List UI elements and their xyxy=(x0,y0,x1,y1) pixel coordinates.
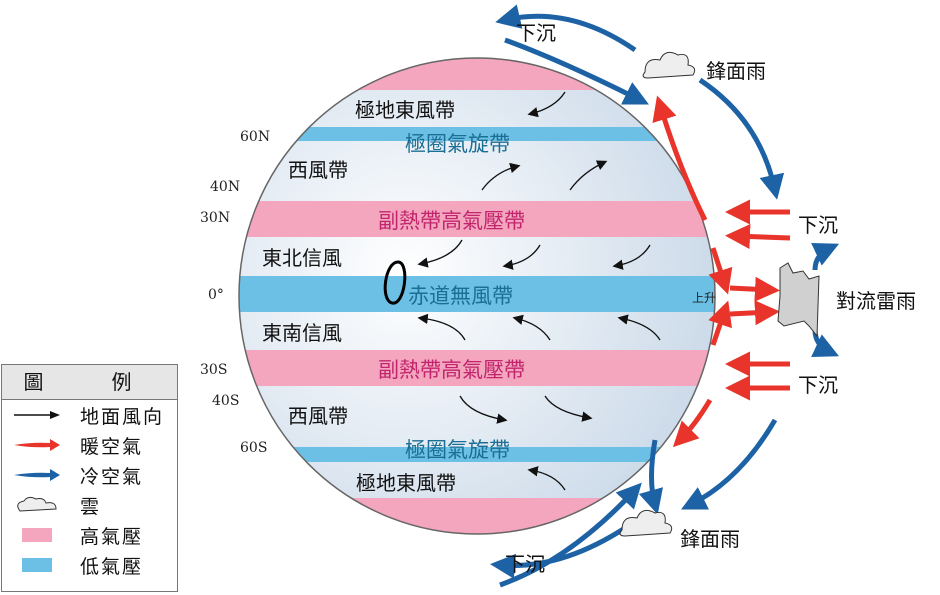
band-label: 東南信風 xyxy=(262,321,342,345)
cloud-icon xyxy=(777,262,820,338)
sink-label: 下沉 xyxy=(505,552,545,576)
latitude-label: 60N xyxy=(240,129,270,145)
band-label: 極地東風帶 xyxy=(356,471,456,495)
cloud-icon xyxy=(619,509,673,537)
legend-item: 冷空氣 xyxy=(2,460,177,490)
sink-label: 下沉 xyxy=(798,213,838,237)
sink-label: 下沉 xyxy=(516,21,556,45)
legend-title: 圖 例 xyxy=(2,365,177,400)
legend-label: 低氣壓 xyxy=(80,555,144,578)
cold-air-arrows xyxy=(490,4,840,588)
band-label: 極圈氣旋帶 xyxy=(405,132,510,156)
band-label: 西風帶 xyxy=(288,404,348,428)
blue-arrow-icon xyxy=(14,469,60,481)
band-label: 副熱帶高氣壓帶 xyxy=(378,358,525,382)
frontal-rain-label: 鋒面雨 xyxy=(706,59,766,83)
band-label: 西風帶 xyxy=(288,158,348,182)
black-arrow-icon xyxy=(14,411,60,419)
band-label: 副熱帶高氣壓帶 xyxy=(378,209,525,233)
latitude-label: 0° xyxy=(208,287,224,303)
legend-label: 高氣壓 xyxy=(80,525,144,548)
frontal-rain-label: 鋒面雨 xyxy=(680,527,740,551)
latitude-label: 40S xyxy=(212,393,239,409)
convective-rain-label: 對流雷雨 xyxy=(836,289,916,313)
clouds xyxy=(619,51,820,537)
legend-item: 高氣壓 xyxy=(2,520,177,550)
legend-item: 地面風向 xyxy=(2,400,177,430)
legend-item: 低氣壓 xyxy=(2,550,177,580)
legend-label: 冷空氣 xyxy=(80,465,144,488)
legend: 圖 例 地面風向 暖空氣 冷空氣 雲 高氣壓 低氣壓 xyxy=(1,364,178,592)
legend-label: 雲 xyxy=(80,495,102,518)
low-pressure-swatch xyxy=(12,555,62,575)
band-label: 赤道無風帶 xyxy=(408,284,513,308)
band-label: 極地東風帶 xyxy=(355,98,455,122)
low-band xyxy=(239,447,715,462)
hand-drawn-mark xyxy=(383,260,407,305)
legend-label: 暖空氣 xyxy=(80,435,144,458)
high-band xyxy=(239,350,715,386)
surface-wind-arrows xyxy=(417,91,661,491)
band-label: 極圈氣旋帶 xyxy=(405,438,510,462)
high-band xyxy=(239,201,715,237)
legend-item: 雲 xyxy=(2,490,177,520)
latitude-label: 30N xyxy=(200,210,230,226)
warm-air-arrows xyxy=(652,95,791,448)
red-arrow-icon xyxy=(14,439,60,451)
low-band xyxy=(239,127,715,141)
low-band xyxy=(239,276,715,312)
high-pressure-swatch xyxy=(12,525,62,545)
latitude-label: 40N xyxy=(210,179,240,195)
latitude-label: 30S xyxy=(200,362,227,378)
cloud-icon xyxy=(642,51,696,79)
legend-label: 地面風向 xyxy=(80,405,165,428)
rise-label: 上升 xyxy=(692,291,716,305)
band-label: 東北信風 xyxy=(262,246,342,270)
latitude-label: 60S xyxy=(240,440,267,456)
sink-label: 下沉 xyxy=(798,373,838,397)
legend-item: 暖空氣 xyxy=(2,430,177,460)
cloud-icon xyxy=(17,496,57,512)
